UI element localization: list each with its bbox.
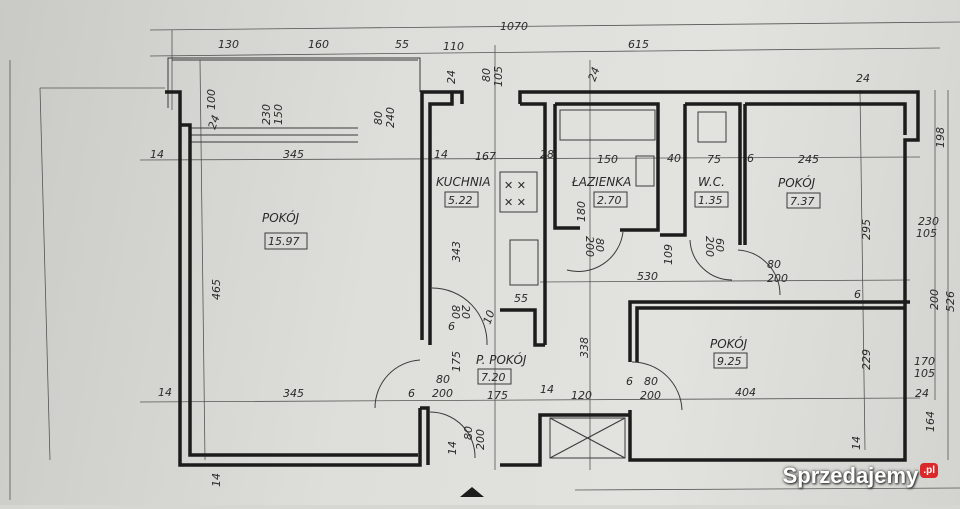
room-area: 2.70 [597, 194, 622, 207]
room-name: KUCHNIA [436, 175, 491, 189]
dim-label: 100 [205, 89, 218, 110]
dim-label: 24 [445, 70, 458, 84]
dim-label: 24 [586, 65, 603, 83]
room-ne: POKÓJ 7.37 [778, 175, 820, 208]
dimension-labels: 1070 130 160 55 110 615 24 100 230 150 8… [150, 20, 957, 487]
dim-label: 80 [462, 426, 475, 440]
dim-label: 24 [915, 387, 929, 400]
dim-label: 167 [475, 150, 496, 163]
dim-label: 55 [514, 292, 528, 305]
dim-label: 200 [640, 389, 661, 402]
dim-label: 526 [944, 291, 957, 312]
dim-label: 343 [450, 241, 463, 262]
dim-label: 200 [432, 387, 453, 400]
room-area: 15.97 [268, 235, 300, 248]
dim-label: 14 [150, 148, 164, 161]
watermark-logo: Sprzedajemy.pl [783, 463, 938, 489]
dim-label: 240 [384, 107, 397, 128]
room-living: POKÓJ 15.97 [262, 210, 307, 249]
dim-label: 14 [434, 148, 448, 161]
dim-label: 229 [860, 349, 873, 370]
room-se: POKÓJ 9.25 [710, 336, 748, 368]
dim-label: 6 [854, 288, 861, 301]
dim-label: 175 [450, 351, 463, 372]
dim-label: 164 [924, 411, 937, 432]
dim-label: 14 [446, 441, 459, 455]
dim-label: 345 [283, 387, 304, 400]
dim-label: 200 [928, 289, 941, 310]
stove-burner-icon: ✕ ✕ [504, 179, 526, 192]
room-name: POKÓJ [778, 175, 816, 190]
room-wc: W.C. 1.35 [695, 175, 728, 207]
dim-label: 55 [395, 38, 409, 51]
room-name: P. POKÓJ [476, 352, 527, 367]
dim-label: 200 [474, 429, 487, 450]
dim-label: 75 [707, 153, 721, 166]
stove-burner-icon: ✕ ✕ [504, 196, 526, 209]
dim-label: 105 [492, 66, 505, 87]
dim-label: 404 [735, 386, 756, 399]
dim-label: 6 [626, 375, 633, 388]
dim-label: 150 [597, 153, 618, 166]
room-area: 1.35 [698, 194, 723, 207]
dim-label: 6 [448, 320, 455, 333]
dim-label: 338 [578, 337, 591, 358]
toilet-icon [698, 112, 726, 142]
dim-label: 530 [637, 270, 658, 283]
dim-label: 6 [408, 387, 415, 400]
sink-icon [510, 240, 538, 285]
dim-label: 40 [667, 152, 681, 165]
dim-label: 80 [767, 258, 781, 271]
dim-label: 615 [628, 38, 649, 51]
dim-label: 175 [487, 389, 508, 402]
dim-label: 24 [856, 72, 870, 85]
dim-label: 14 [210, 473, 223, 487]
room-kitchen: KUCHNIA 5.22 [436, 175, 491, 207]
dim-label: 245 [798, 153, 819, 166]
dim-label: 180 [575, 201, 588, 222]
dim-label: 14 [850, 436, 863, 450]
dim-label: 109 [662, 244, 675, 265]
dim-label: 198 [934, 127, 947, 148]
dim-label: 200 [767, 272, 788, 285]
dim-label: 200 [583, 236, 596, 257]
dim-label: 14 [540, 383, 554, 396]
bathtub-icon [560, 110, 655, 140]
room-area: 5.22 [448, 194, 473, 207]
dim-label: 1070 [500, 20, 528, 33]
room-hall: P. POKÓJ 7.20 [476, 352, 527, 384]
room-name: W.C. [698, 175, 725, 189]
dim-label: 200 [703, 236, 716, 257]
watermark-tld: .pl [920, 463, 938, 478]
dim-label: 80 [644, 375, 658, 388]
room-name: ŁAZIENKA [571, 175, 631, 189]
room-area: 9.25 [717, 355, 742, 368]
dim-label: 105 [914, 367, 935, 380]
dim-label: 6 [747, 152, 754, 165]
dim-label: 130 [218, 38, 239, 51]
room-area: 7.20 [481, 371, 506, 384]
dim-label: 160 [308, 38, 329, 51]
dim-label: 80 [449, 305, 462, 319]
room-area: 7.37 [790, 195, 815, 208]
washbasin-icon [636, 156, 654, 186]
dim-label: 150 [272, 104, 285, 125]
dim-label: 28 [540, 148, 554, 161]
watermark-brand: Sprzedajemy [783, 463, 919, 488]
dim-label: 110 [443, 40, 464, 53]
dim-label: 14 [158, 386, 172, 399]
dim-label: 80 [436, 373, 450, 386]
dim-label: 465 [210, 279, 223, 300]
room-name: POKÓJ [262, 210, 300, 225]
entrance-arrow-icon [460, 487, 484, 497]
room-name: POKÓJ [710, 336, 748, 351]
dim-label: 345 [283, 148, 304, 161]
dim-label: 295 [860, 219, 873, 240]
dim-label: 120 [571, 389, 592, 402]
dim-label: 105 [916, 227, 937, 240]
